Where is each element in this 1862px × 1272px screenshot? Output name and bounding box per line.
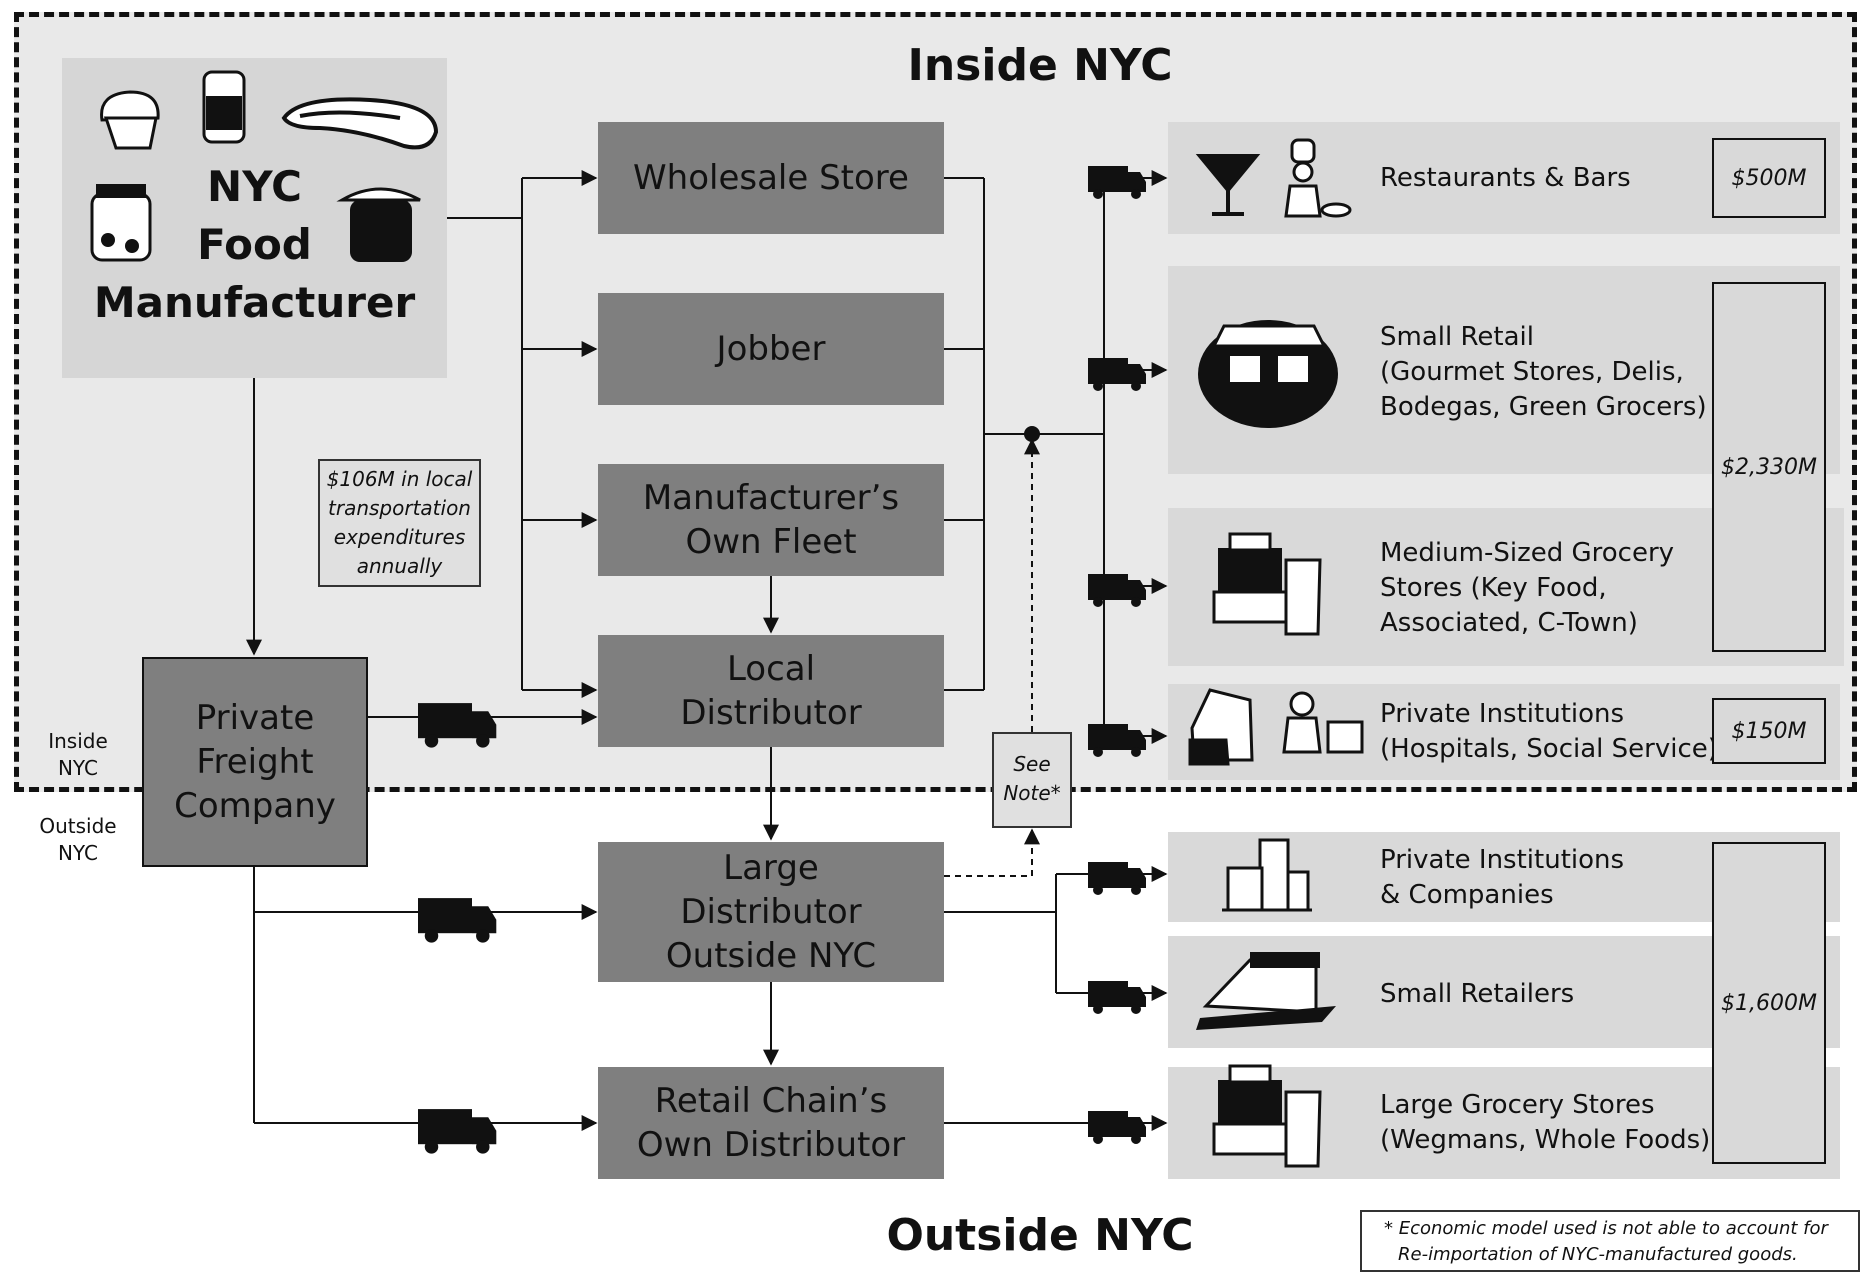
- jobber-node: Jobber: [598, 293, 944, 405]
- truck-icon: [418, 703, 497, 748]
- truck-icon: [1088, 166, 1146, 199]
- manufacturer-label: NYC Food Manufacturer: [93, 162, 416, 327]
- truck-icon: [418, 898, 497, 943]
- restaurants-value: $500M: [1712, 138, 1826, 218]
- wholesale-store-node: Wholesale Store: [598, 122, 944, 234]
- transport-expenditure-note: $106M in local transportation expenditur…: [318, 459, 481, 587]
- truck-icon: [1088, 724, 1146, 757]
- private-institutions-outside-label: Private Institutions& Companies: [1380, 845, 1625, 910]
- cash-register-icon: [1212, 1064, 1322, 1168]
- restaurants-label: Restaurants & Bars: [1380, 163, 1631, 193]
- institutions-value: $150M: [1712, 698, 1826, 764]
- truck-icon: [1088, 981, 1146, 1014]
- small-retailers-label: Small Retailers: [1380, 979, 1575, 1009]
- truck-icon: [1088, 574, 1146, 607]
- truck-icon: [1088, 862, 1146, 895]
- truck-icon: [418, 1109, 497, 1154]
- steak-icon: [281, 97, 439, 150]
- retail-grocery-value: $2,330M: [1712, 282, 1826, 652]
- buildings-icon: [1188, 688, 1254, 766]
- office-building-icon: [1222, 838, 1312, 912]
- junction-dot: [1024, 426, 1040, 442]
- inside-nyc-title: Inside NYC: [907, 40, 1173, 91]
- can-icon: [202, 70, 246, 144]
- nurse-icon: [1282, 691, 1364, 754]
- large-grocery-label: Large Grocery Stores(Wegmans, Whole Food…: [1380, 1090, 1711, 1155]
- footnote: * Economic model used is not able to acc…: [1360, 1210, 1860, 1272]
- muffin-icon: [100, 90, 160, 150]
- truck-icon: [1088, 358, 1146, 391]
- outside-nyc-title: Outside NYC: [886, 1210, 1194, 1261]
- shop-icon: [1196, 952, 1336, 1030]
- cash-register-icon: [1212, 532, 1322, 636]
- truck-icon: [1088, 1111, 1146, 1144]
- outside-value: $1,600M: [1712, 842, 1826, 1164]
- small-retail-label: Small Retail(Gourmet Stores, Delis,Bodeg…: [1380, 322, 1707, 422]
- chef-icon: [1284, 138, 1352, 218]
- private-institutions-inside-label: Private Institutions(Hospitals, Social S…: [1380, 699, 1718, 764]
- preserves-jar-icon: [336, 187, 421, 262]
- jam-jar-icon: [90, 184, 152, 262]
- storefront-icon: [1198, 320, 1338, 428]
- dashed-arrow-to-note: [944, 828, 1040, 877]
- martini-icon: [1195, 154, 1261, 216]
